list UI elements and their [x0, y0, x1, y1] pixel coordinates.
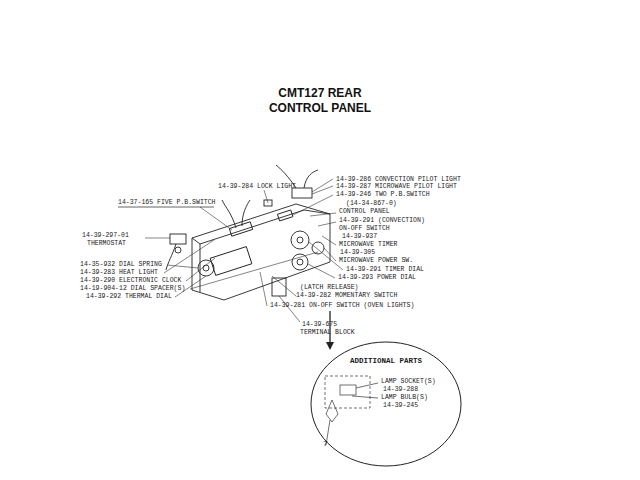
thermostat-bulb [175, 247, 181, 253]
part-label: TERMINAL BLOCK [300, 329, 355, 336]
part-label: 14-39-290 ELECTRONIC CLOCK [80, 277, 181, 284]
part-label: 14-39-246 TWO P.B.SWITCH [336, 191, 430, 198]
part-label: CONTROL PANEL [339, 208, 390, 215]
part-label: 14-39-293 POWER DIAL [338, 274, 416, 281]
arrow-head [326, 342, 334, 350]
part-label: 14-39-284 LOCK LIGHT [218, 183, 296, 190]
wire [242, 200, 250, 226]
part-label: THERMOSTAT [87, 240, 126, 247]
push-button-switch [277, 210, 292, 221]
part-label: 14-39-283 HEAT LIGHT [80, 269, 158, 276]
part-label: MICROWAVE TIMER [339, 241, 398, 248]
power-dial [292, 254, 308, 270]
push-button-switch [229, 222, 252, 236]
part-label: ON-OFF SWITCH [339, 225, 390, 232]
thermostat [170, 234, 186, 244]
part-label: 14-39-288 [383, 386, 418, 393]
electronic-clock [210, 247, 252, 276]
wire [304, 170, 318, 188]
part-label: (LATCH RELEASE) [300, 284, 359, 291]
node-heading: ADDITIONAL PARTS [300, 341, 472, 366]
lamp-detail [325, 376, 378, 445]
underline [118, 207, 214, 208]
part-label: 14-39-291 (CONVECTION) [339, 217, 425, 224]
part-label: 14-39-297-01 [82, 232, 129, 239]
part-label: (14-34-867-0) [346, 200, 397, 207]
dial-center [297, 237, 303, 243]
part-label: 14-39-282 MOMENTARY SWITCH [296, 292, 397, 299]
part-label: LAMP SOCKET(S) [381, 378, 436, 385]
part-label: 14-39-937 [342, 233, 377, 240]
wire [222, 200, 236, 228]
part-label: 14-19-904-12 DIAL SPACER(S) [80, 285, 185, 292]
part-label: 14-39-305 [340, 249, 375, 256]
part-label: LAMP BULB(S) [381, 394, 428, 401]
part-label: 14-35-932 DIAL SPRING [80, 261, 162, 268]
thermal-dial [198, 260, 214, 276]
part-label: 14-37-165 FIVE P.B.SWITCH [118, 199, 216, 206]
part-label: MICROWAVE POWER SW. [339, 257, 413, 264]
part-label: 14-39-245 [383, 402, 418, 409]
panel-edge [200, 210, 330, 244]
part-label: 14-39-675 [302, 321, 337, 328]
part-label: 14-39-292 THERMAL DIAL [86, 293, 172, 300]
detail-circle: ADDITIONAL PARTS [300, 341, 472, 467]
dial-center [297, 259, 303, 265]
timer-dial [291, 231, 309, 249]
part-label: 14-39-286 CONVECTION PILOT LIGHT [336, 176, 461, 183]
dial-center [203, 265, 209, 271]
terminal-block [272, 278, 286, 296]
part-label: 14-39-287 MICROWAVE PILOT LIGHT [336, 183, 457, 190]
part-label: 14-39-281 ON-OFF SWITCH (OVEN LIGHTS) [270, 302, 414, 309]
diagram-title: CMT127 REAR CONTROL PANEL [255, 86, 385, 116]
part-label: 14-39-291 TIMER DIAL [346, 266, 424, 273]
